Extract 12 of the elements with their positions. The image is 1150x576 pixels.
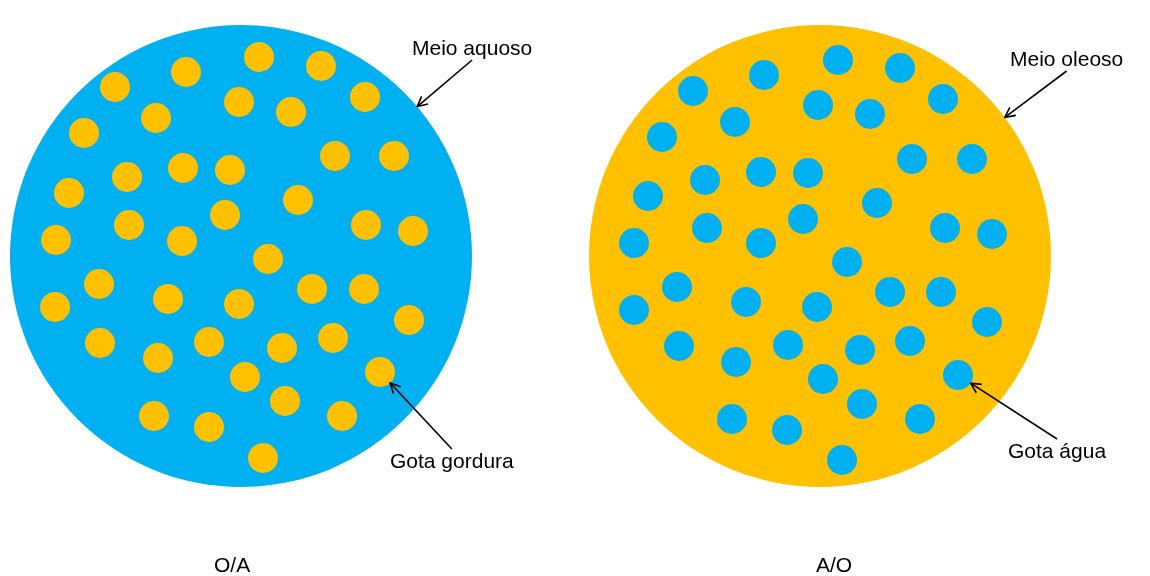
callout-text: Gota gordura: [390, 449, 514, 473]
arrow: [969, 382, 1058, 440]
diagram-label: O/A: [214, 553, 251, 576]
fat-droplet: [365, 357, 395, 387]
callout-text: Gota água: [1008, 439, 1107, 463]
callout-text: Meio aquoso: [412, 36, 533, 60]
arrow: [389, 382, 453, 450]
arrow: [1004, 70, 1068, 119]
callout-text: Meio oleoso: [1010, 47, 1124, 71]
diagram-label: A/O: [816, 553, 853, 576]
arrow: [416, 59, 473, 108]
water-droplet: [943, 360, 973, 390]
